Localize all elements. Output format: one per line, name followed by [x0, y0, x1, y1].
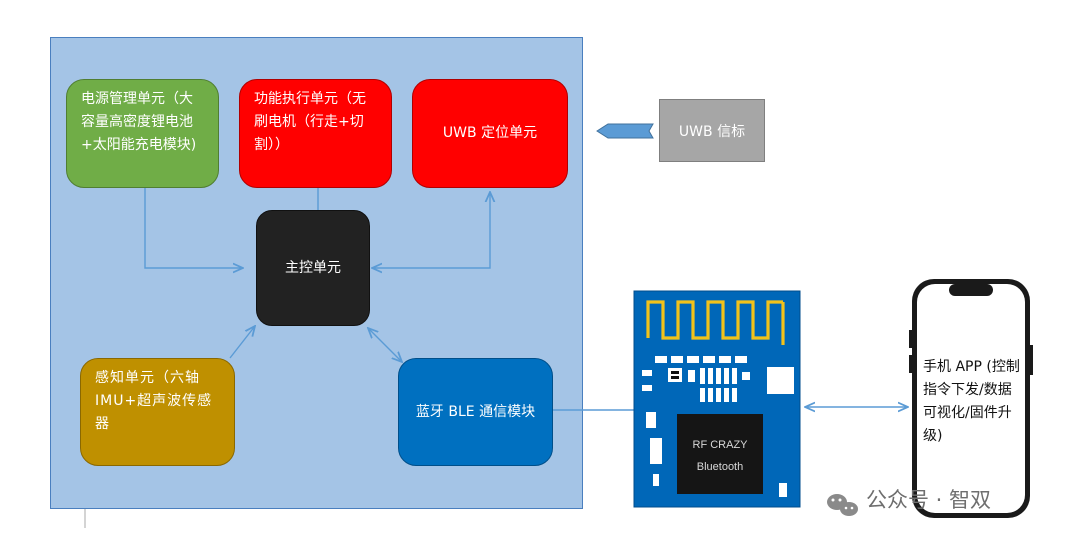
sensing-unit-label: 感知单元（六轴IMU+超声波传感器 — [95, 370, 213, 432]
main-control-unit: 主控单元 — [256, 210, 370, 326]
watermark-text: 公众号 · 智双 — [866, 488, 992, 512]
power-management-unit: 电源管理单元（大容量高密度锂电池+太阳能充电模块) — [66, 79, 219, 188]
power-unit-label: 电源管理单元（大容量高密度锂电池+太阳能充电模块) — [81, 91, 197, 153]
module-chip-label-1: RF CRAZY — [693, 439, 749, 451]
main-ble-arrow — [368, 328, 402, 362]
sense-to-main-arrow — [229, 326, 255, 359]
phone-image — [909, 279, 1033, 518]
main-uwb-arrow — [372, 192, 490, 268]
uwb-beacon: UWB 信标 — [659, 99, 765, 162]
uwb-unit-label: UWB 定位单元 — [442, 125, 538, 141]
main-unit-label: 主控单元 — [285, 259, 341, 276]
uwb-beacon-label: UWB 信标 — [678, 123, 746, 140]
phone-app-label: 手机 APP (控制指令下发/数据可视化/固件升级) — [923, 359, 1020, 444]
uwb-positioning-unit: UWB 定位单元 — [412, 79, 568, 188]
ble-unit-label: 蓝牙 BLE 通信模块 — [415, 403, 536, 420]
function-execution-unit: 功能执行单元（无刷电机（行走+切割）） — [239, 79, 392, 188]
module-chip-label-2: Bluetooth — [697, 461, 743, 473]
sensing-unit: 感知单元（六轴IMU+超声波传感器 — [80, 358, 235, 466]
motor-unit-label: 功能执行单元（无刷电机（行走+切割）） — [254, 91, 366, 153]
power-to-main-arrow — [144, 188, 243, 268]
bluetooth-module-image — [633, 290, 801, 508]
wechat-icon — [827, 494, 858, 516]
ble-module-unit: 蓝牙 BLE 通信模块 — [398, 358, 553, 466]
beacon-signal-arrow — [596, 123, 654, 139]
